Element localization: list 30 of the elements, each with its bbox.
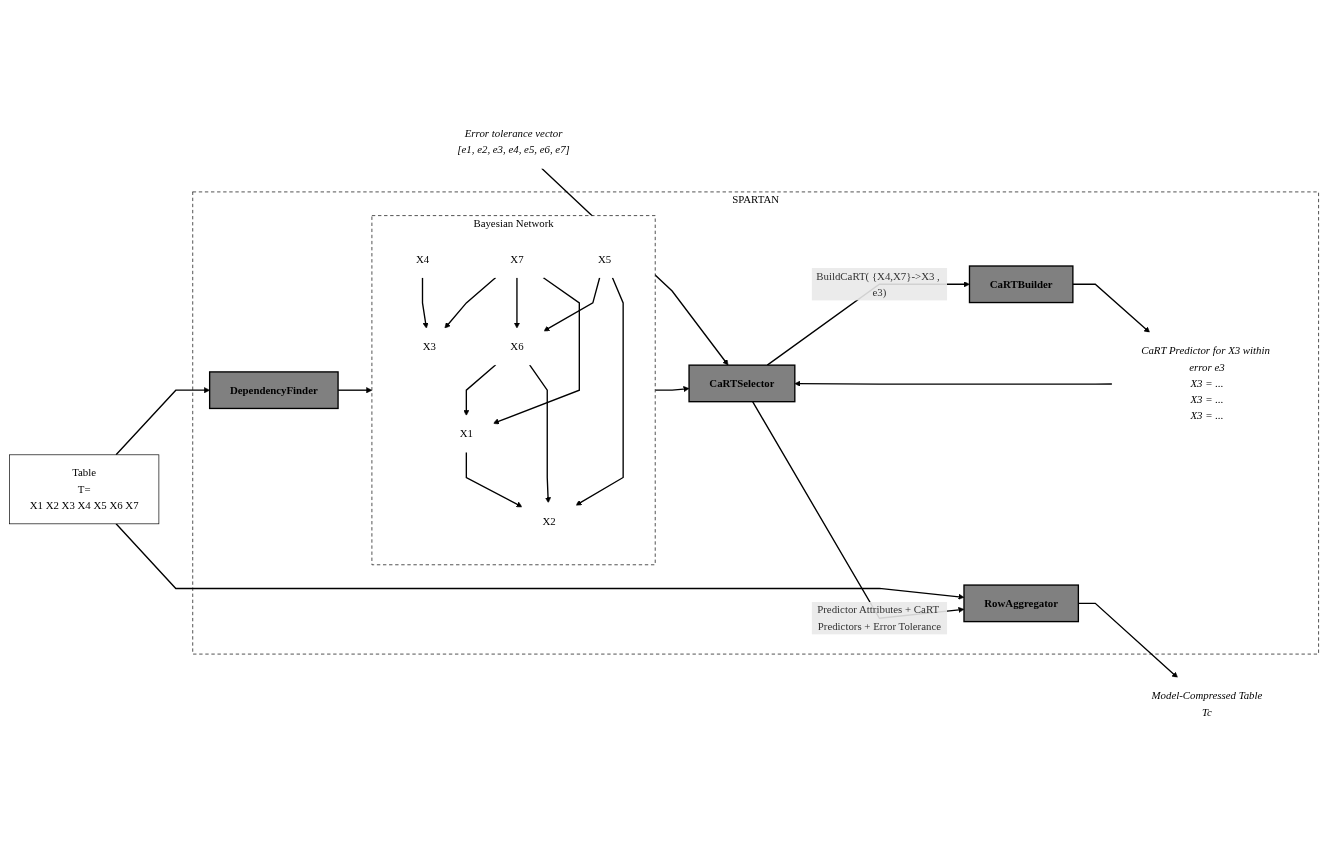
arrow	[115, 386, 210, 455]
arrow	[513, 276, 520, 329]
edge-label: Predictor Attributes + CaRT Predictors + Error Tolerance	[817, 603, 942, 632]
node-text: Error tolerance vector [e1, e2, e3, e4, e5, e6, e7]	[457, 127, 570, 155]
node-text: X4	[415, 252, 430, 265]
node-box: DependencyFinder	[208, 370, 339, 409]
node-text: X6	[510, 339, 524, 352]
arrow	[465, 450, 523, 507]
node-text: X1	[459, 427, 473, 439]
node-text: X7	[510, 252, 524, 265]
arrow	[444, 276, 497, 329]
node-box: RowAggregator	[963, 583, 1080, 622]
arrow	[575, 276, 624, 506]
node-text: X2	[542, 514, 556, 527]
arrow	[528, 363, 552, 503]
node-box: CaRTSelector	[688, 363, 796, 402]
arrow	[421, 276, 429, 329]
edge-label: BuildCaRT( {X4,X7}->X3 , e3)	[816, 269, 940, 298]
node-text: X3	[422, 339, 436, 352]
arrow	[493, 276, 580, 424]
node-text: Model-Compressed Table Tc	[1151, 689, 1263, 718]
arrow	[654, 385, 690, 392]
arrow	[794, 380, 1113, 387]
node-box: CaRTBuilder	[968, 264, 1074, 303]
node-text: X5	[598, 252, 612, 265]
arrow	[543, 276, 601, 331]
arrow	[1072, 283, 1151, 333]
arrow	[463, 363, 497, 416]
node-text: CaRT Predictor for X3 within error e3 X3 = ... X3 = ... X3 = ...	[1141, 344, 1270, 421]
node-box: Table T= X1 X2 X3 X4 X5 X6 X7	[9, 453, 160, 524]
